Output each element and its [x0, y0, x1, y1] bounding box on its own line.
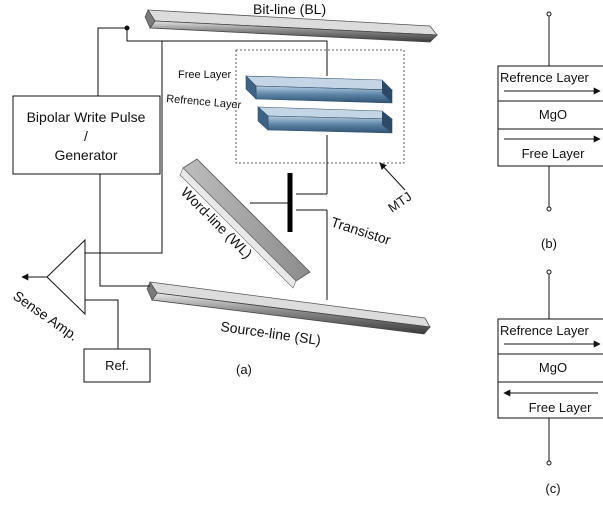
generator-to-bl-wire: [97, 27, 127, 96]
b-free-layer-label: Free Layer: [522, 146, 586, 161]
bl-to-mtj-wire: [126, 28, 328, 76]
sense-amp-input-wire: [85, 41, 163, 254]
bit-line-bar: [144, 9, 438, 43]
source-line-label: Source-line (SL): [220, 318, 322, 348]
b-reference-layer-label: Refrence Layer: [500, 70, 590, 85]
b-barrier-label: MgO: [539, 107, 567, 122]
mtj-reference-layer: [257, 106, 393, 134]
mtj-boundary: [235, 49, 405, 164]
reference-box-label: Ref.: [105, 358, 129, 373]
terminal-top: [546, 269, 552, 275]
reference-box: [83, 348, 151, 383]
terminal-top: [546, 11, 552, 17]
mtj-stack-c: [497, 318, 603, 419]
panel-c: Refrence Layer MgO Free Layer (c): [497, 269, 603, 496]
word-line-bar: [179, 158, 311, 289]
free-layer-label: Free Layer: [178, 69, 232, 81]
bit-line-label: Bit-line (BL): [253, 1, 326, 17]
terminal-bottom: [546, 460, 552, 466]
generator-label-line2: /: [84, 128, 88, 144]
mtj-pointer-arrow: [379, 162, 406, 191]
sense-amp-symbol: [46, 238, 86, 316]
panel-a: Bit-line (BL) Source-line (SL) Word-line…: [10, 1, 438, 383]
generator-to-sl-wire: [99, 174, 150, 287]
caption-a: (a): [236, 362, 252, 377]
mtj-stack-b: [497, 65, 603, 167]
source-line-bar: [146, 281, 431, 335]
panel-b: Refrence Layer MgO Free Layer (b): [497, 11, 603, 251]
transistor-symbol: [250, 135, 328, 300]
generator-label-line3: Generator: [54, 147, 117, 163]
terminal-bottom: [546, 206, 552, 212]
mtj-label: MTJ: [385, 189, 414, 216]
transistor-label: Transistor: [329, 214, 393, 248]
write-pulse-generator-box: [12, 95, 161, 175]
sense-amp-ref-wire: [85, 299, 119, 349]
caption-c: (c): [545, 481, 560, 496]
mtj-free-layer: [245, 75, 393, 104]
c-free-layer-label: Free Layer: [529, 400, 593, 415]
c-barrier-label: MgO: [539, 360, 567, 375]
reference-layer-label: Refrence Layer: [166, 93, 242, 112]
caption-b: (b): [541, 236, 557, 251]
c-reference-layer-label: Refrence Layer: [500, 323, 590, 338]
generator-label-line1: Bipolar Write Pulse: [27, 109, 146, 125]
